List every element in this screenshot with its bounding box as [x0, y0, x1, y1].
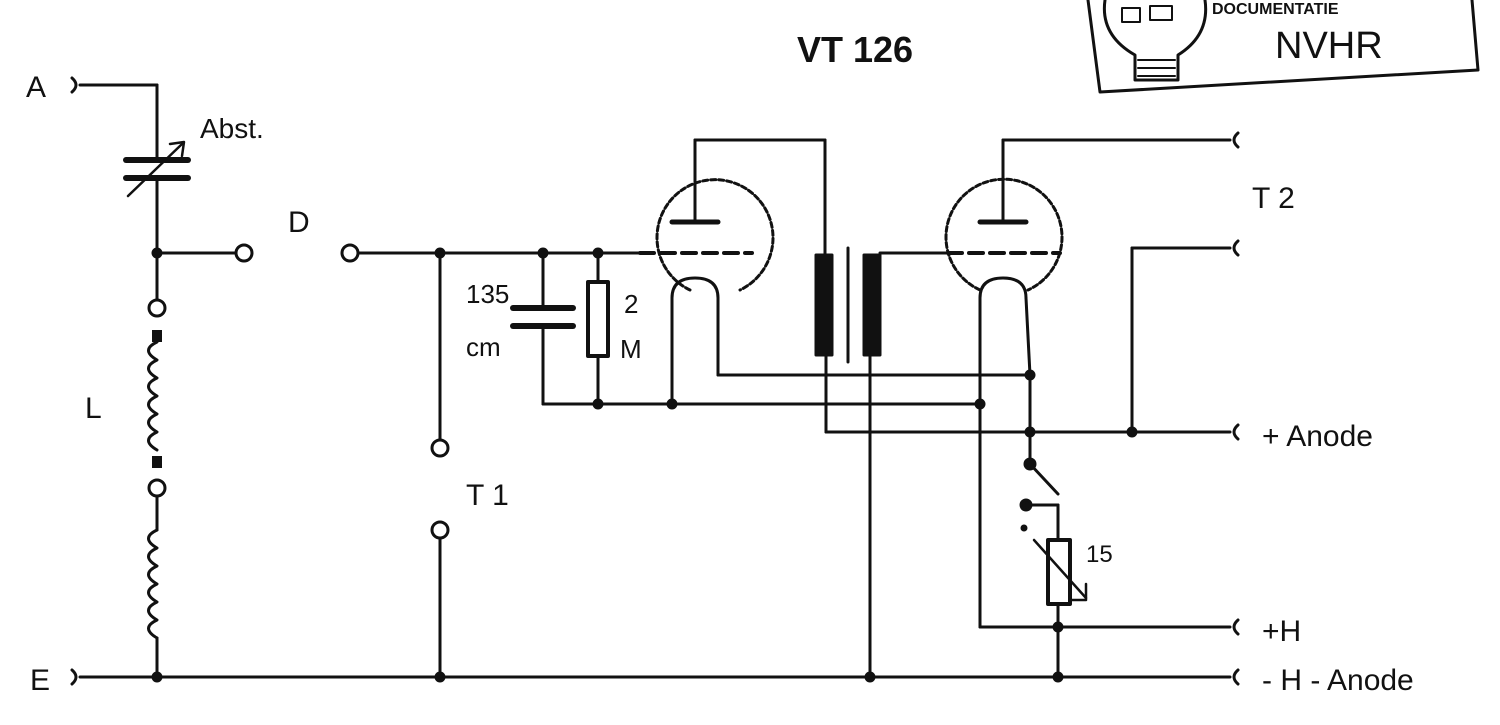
h-plus-label: +H — [1262, 615, 1301, 648]
t2-label: T 2 — [1252, 182, 1295, 215]
t1-upper-terminal — [430, 438, 450, 458]
detector-label: D — [288, 206, 310, 239]
variable-capacitor-abst: Abst. — [123, 113, 264, 198]
tube-2 — [944, 138, 1064, 629]
stamp-top-text: DOCUMENTATIE — [1212, 1, 1339, 18]
rheostat-value: 15 — [1086, 541, 1113, 568]
filament-rheostat: 15 — [1032, 538, 1113, 606]
d-left-terminal — [234, 243, 254, 263]
filament-switch — [1019, 457, 1060, 532]
antenna-label: A — [26, 71, 46, 104]
coil-tap-lower — [147, 478, 167, 498]
stamp-tube-logo-icon — [1102, 0, 1208, 82]
anode-plus-label: + Anode — [1262, 420, 1373, 453]
t2-upper-terminal — [1232, 131, 1240, 149]
t1-label: T 1 — [466, 479, 509, 512]
grid-capacitor-value: 135 — [466, 279, 509, 309]
nvhr-stamp: DOCUMENTATIE NVHR — [1086, 0, 1480, 94]
coil-l-lower — [147, 528, 159, 640]
earth-terminal: E — [30, 664, 78, 697]
t1-lower-terminal — [430, 520, 450, 540]
grid-leak-unit: M — [620, 334, 642, 364]
h-minus-anode-minus-label: - H - Anode — [1262, 664, 1414, 697]
capacitor-abst-label: Abst. — [200, 113, 264, 144]
coil-l-upper — [147, 340, 159, 452]
grid-leak-value: 2 — [624, 289, 638, 319]
interstage-transformer — [814, 246, 950, 683]
antenna-terminal: A — [26, 71, 159, 104]
d-right-terminal — [340, 243, 360, 263]
grid-capacitor: 135 cm — [466, 251, 576, 406]
t2-lower-terminal — [1232, 239, 1240, 257]
coil-l-label: L — [85, 392, 102, 425]
diagram-title: VT 126 — [797, 29, 913, 70]
stamp-main-text: NVHR — [1275, 25, 1383, 67]
earth-label: E — [30, 664, 50, 697]
grid-capacitor-unit: cm — [466, 332, 501, 362]
grid-leak-resistor: 2 M — [586, 251, 642, 406]
tube-1 — [638, 138, 775, 406]
coil-tap-upper — [147, 298, 167, 318]
